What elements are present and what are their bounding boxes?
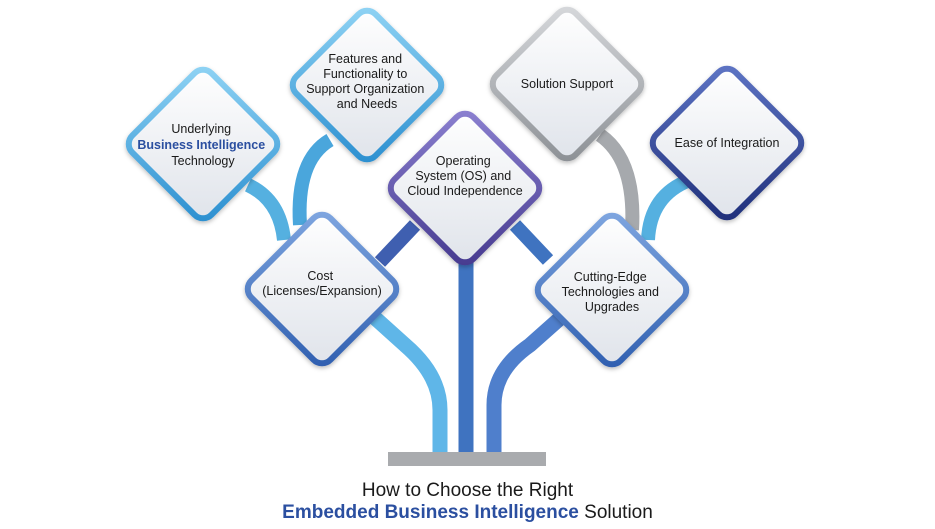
branch-os-right (509, 220, 554, 265)
branch-features (292, 133, 334, 226)
caption-line-2-rest: Solution (578, 502, 653, 523)
node-features (289, 7, 445, 163)
label-cost: Cost (Licenses/Expansion) (262, 269, 382, 298)
branch-cost-left (349, 294, 448, 452)
label-features: Features and Functionality to Support Or… (306, 52, 428, 111)
branch-support (595, 129, 640, 231)
caption-highlight: Embedded Business Intelligence (282, 502, 579, 523)
node-ease-integration (649, 65, 805, 221)
tree-base (388, 452, 546, 466)
caption-line-2: Embedded Business Intelligence Solution (0, 502, 935, 524)
label-underlying-bi: Underlying Business Intelligence Technol… (137, 122, 268, 168)
node-cutting-edge (534, 212, 690, 368)
branches (244, 129, 693, 452)
node-underlying-bi (125, 66, 281, 222)
caption-line-1-text: How to Choose the Right (361, 480, 574, 501)
branch-ease (641, 173, 693, 241)
label-ease-integration: Ease of Integration (675, 136, 780, 150)
node-os-cloud (387, 110, 543, 266)
branch-cutting-right (486, 299, 580, 452)
label-os-cloud: Operating System (OS) and Cloud Independ… (407, 154, 522, 198)
node-solution-support (489, 6, 645, 162)
branch-underlying (244, 178, 291, 241)
label-cutting-edge: Cutting-Edge Technologies and Upgrades (562, 270, 663, 314)
caption-line-1: How to Choose the Right (0, 480, 935, 502)
node-cost (244, 211, 400, 367)
label-solution-support: Solution Support (521, 77, 614, 91)
branch-os-left (374, 220, 421, 267)
